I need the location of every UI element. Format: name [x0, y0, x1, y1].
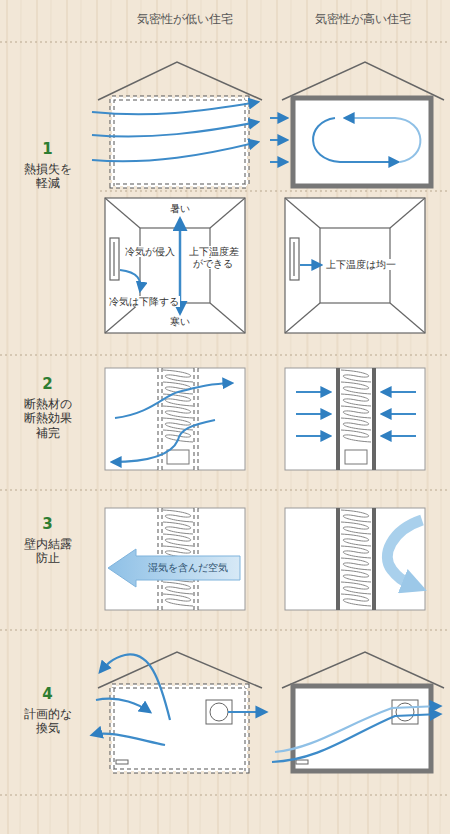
insulation-fibre [341, 370, 371, 382]
uncontrolled-air-arrows [92, 654, 266, 745]
wall-section-tight [285, 368, 425, 470]
wall-condensation-tight [285, 508, 425, 610]
column-heading: 気密性が低い住宅 [100, 12, 270, 26]
wall-section-leaky [105, 368, 245, 470]
air-through-wall [112, 383, 232, 462]
blocked-wall-arrows [296, 392, 416, 436]
room-label: 冷気が侵入 [124, 246, 176, 257]
insulation-fibre [341, 558, 371, 570]
row-number: 1 [0, 140, 95, 158]
insulation-fibre [341, 522, 371, 534]
wall-condensation-leaky [105, 508, 245, 610]
moist-air-bounce [387, 520, 422, 584]
insulation-fibre [341, 594, 371, 606]
insulation-fibre [341, 430, 371, 442]
separators [0, 42, 450, 795]
row-label: 壁内結露防止 [20, 537, 76, 566]
insulation-fibre [341, 546, 371, 558]
insulation-fibre [163, 522, 193, 534]
room-label: 寒い [169, 316, 191, 327]
insulation-fibre [341, 418, 371, 430]
room-label: 暑い [163, 203, 197, 215]
room-label: 上下温度は均一 [325, 259, 397, 270]
insulation-fibre [163, 582, 193, 594]
airtight-house [282, 62, 444, 186]
row-number: 2 [0, 375, 95, 393]
row-label: 計画的な換気 [20, 707, 76, 736]
insulation-fibre [163, 534, 193, 546]
leaky-house [98, 62, 262, 186]
heat-loss-arrows [92, 102, 258, 161]
arrow-label: 湿気を含んだ空気 [138, 562, 238, 574]
insulation-fibre [163, 406, 193, 418]
column-heading: 気密性が高い住宅 [275, 12, 450, 26]
row-label: 熱損失を軽減 [20, 162, 76, 191]
room-label: 暑い [169, 203, 191, 214]
airtight-house-vent [282, 652, 444, 771]
insulation-fibre [163, 510, 193, 522]
room-label: 冷気は下降する [108, 296, 180, 307]
insulation-fibre [341, 570, 371, 582]
inflow-arrow [300, 264, 321, 266]
moist-air-arrow [108, 549, 240, 587]
room-label: 上下温度は均一 [323, 259, 399, 271]
room-label: 上下温度差ができる [188, 246, 239, 269]
room-label: 冷気が侵入 [122, 246, 178, 258]
row-number: 3 [0, 515, 95, 533]
room-right [285, 198, 425, 333]
room-label: 冷気は下降する [107, 296, 180, 308]
blocked-air-arrows [270, 118, 420, 162]
room-label: 寒い [163, 316, 197, 328]
insulation-fibre [341, 406, 371, 418]
insulation-fibre [341, 394, 371, 406]
insulation-fibre [341, 382, 371, 394]
insulation-fibre [341, 534, 371, 546]
insulation-fibre [163, 370, 193, 382]
row-label: 断熱材の断熱効果補完 [20, 397, 76, 440]
room-label: 上下温度差ができる [186, 246, 240, 270]
room-left [105, 198, 245, 333]
insulation-fibre [163, 594, 193, 606]
planned-ventilation-arrows [272, 706, 440, 762]
insulation-fibre [341, 510, 371, 522]
row-number: 4 [0, 685, 95, 703]
insulation-fibre [341, 582, 371, 594]
